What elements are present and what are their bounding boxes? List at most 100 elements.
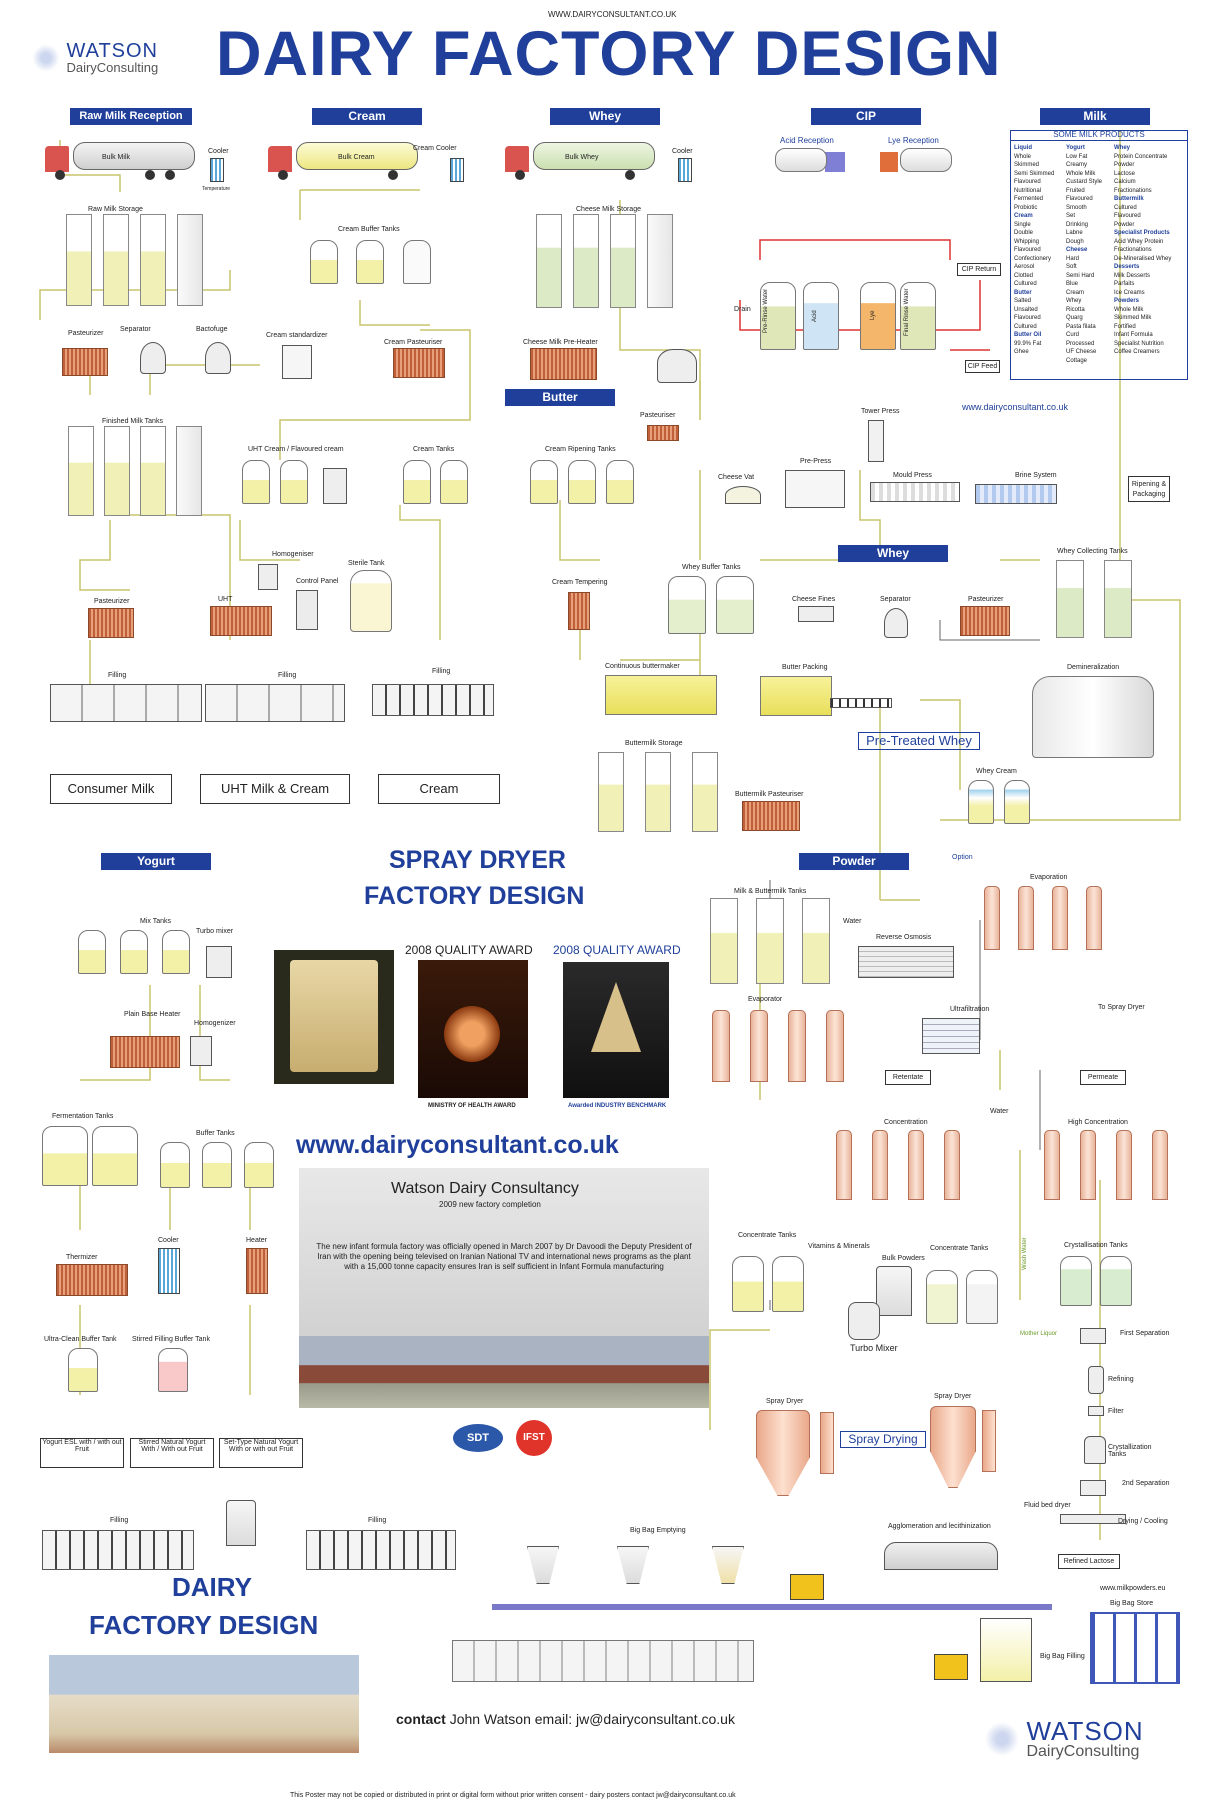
fermentation-tank-2 [92, 1126, 138, 1186]
mp3-11: Acid Whey Protein [1114, 238, 1164, 245]
mp1-19: Unsalted [1014, 306, 1038, 313]
mp1-1: Whole [1014, 153, 1032, 160]
award-2-title: 2008 QUALITY AWARD [553, 943, 681, 957]
ripening-packaging-box: Ripening & Packaging [1128, 476, 1170, 502]
factory-photo [299, 1336, 709, 1408]
concentrate-tank-3 [926, 1270, 958, 1324]
ripening-tank-3 [606, 460, 634, 504]
pasteurizer-1 [62, 348, 108, 376]
mb-tank-3 [802, 898, 830, 984]
cip-tank-final-rinse [900, 282, 936, 350]
second-separator [1080, 1480, 1106, 1496]
mp3-21: Fortified [1114, 323, 1136, 330]
cooler-2 [678, 158, 692, 182]
mp2-9: Drinking [1066, 221, 1089, 228]
cream-standardizer-label: Cream standardizer [266, 332, 328, 339]
demineralization-label: Demineralization [1067, 664, 1120, 671]
concentration-label: Concentration [884, 1119, 928, 1126]
evaporator-3 [788, 1010, 806, 1082]
pre-press [785, 470, 845, 508]
whey-collecting-tank-2 [1104, 560, 1132, 638]
ripening-packaging-text: Ripening & Packaging [1131, 481, 1167, 498]
fermentation-tank-1 [42, 1126, 88, 1186]
bulk-powders-hopper [876, 1266, 912, 1316]
contact-text[interactable]: John Watson email: jw@dairyconsultant.co… [449, 1711, 735, 1727]
sdt-logo: SDT [453, 1424, 503, 1452]
mp2-14: Soft [1066, 264, 1077, 270]
cooler-y-label: Cooler [158, 1237, 179, 1244]
filling-y-label-1: Filling [110, 1517, 129, 1524]
evaporation-3 [1052, 886, 1068, 950]
retentate-box: Retentate [885, 1070, 931, 1085]
filter-unit [1088, 1406, 1104, 1416]
high-concentration-2 [1080, 1130, 1096, 1200]
butter-packing [760, 676, 832, 716]
brine-system [975, 484, 1057, 504]
mp1-7: Probiotic [1014, 204, 1038, 211]
mp2-5: Fruited [1066, 187, 1085, 194]
cheese-milk-tank-2 [573, 214, 599, 308]
cheese-milk-storage-label: Cheese Milk Storage [576, 206, 641, 213]
evaporation-2 [1018, 886, 1034, 950]
mp2-11: Dough [1066, 238, 1084, 245]
lye-reception-label: Lye Reception [888, 136, 939, 145]
acid-label: Acid [812, 310, 818, 322]
whey-separator [884, 608, 908, 638]
completion-subtitle: 2009 new factory completion [439, 1200, 541, 1209]
filter-label: Filter [1108, 1408, 1124, 1415]
mp2-0: Yogurt [1066, 145, 1085, 151]
cooler-y [158, 1248, 180, 1294]
bulk-whey-label: Bulk Whey [565, 154, 599, 161]
mp3-17: Ice Creams [1114, 289, 1145, 296]
raw-milk-tank-3 [140, 214, 166, 306]
mp2-3: Whole Milk [1066, 170, 1096, 177]
high-concentration-label: High Concentration [1068, 1119, 1128, 1126]
filling-label-1: Filling [108, 672, 127, 679]
top-url[interactable]: WWW.DAIRYCONSULTANT.CO.UK [548, 10, 677, 19]
raw-milk-tank-4 [177, 214, 203, 306]
section-powder: Powder [799, 853, 909, 870]
mp1-4: Flavoured [1014, 179, 1041, 185]
mp3-4: Calcium [1114, 179, 1136, 185]
mp3-18: Powders [1114, 298, 1140, 304]
mp3-22: Infant Formula [1114, 332, 1153, 338]
cream-buffer-tank-1 [310, 240, 338, 284]
butter-conveyor [830, 698, 892, 708]
mp3-12: Fractionations [1114, 247, 1152, 253]
whey-buffer-tanks-label: Whey Buffer Tanks [682, 564, 741, 571]
finished-milk-tanks-label: Finished Milk Tanks [102, 418, 163, 425]
mp1-14: Aerosol [1014, 264, 1035, 270]
yogurt-filling-line-2 [306, 1530, 456, 1570]
mp1-9: Single [1014, 221, 1031, 228]
dairy-design-title-2: FACTORY DESIGN [89, 1610, 319, 1640]
mp3-7: Cultured [1114, 204, 1137, 211]
agglomeration-label: Agglomeration and lecithinization [888, 1523, 991, 1530]
stirred-yogurt-box: Stirred Natural Yogurt With / With out F… [130, 1438, 214, 1468]
cream-tanks-label: Cream Tanks [413, 446, 455, 453]
crystallization-tank-2nd [1084, 1436, 1106, 1464]
plain-base-heater-label: Plain Base Heater [124, 1011, 181, 1018]
concentration-3 [908, 1130, 924, 1200]
mp3-23: Specialist Nutrition [1114, 340, 1164, 347]
web-url-label[interactable]: www.dairyconsultant.co.uk [962, 402, 1069, 412]
forklift-1 [790, 1574, 824, 1600]
site-big-url[interactable]: www.dairyconsultant.co.uk [296, 1131, 619, 1159]
milkpowders-url[interactable]: www.milkpowders.eu [1100, 1585, 1166, 1592]
cream-cooler [450, 158, 464, 182]
second-separation-label: 2nd Separation [1122, 1480, 1170, 1487]
stirred-filling-tank [158, 1348, 188, 1392]
high-concentration-1 [1044, 1130, 1060, 1200]
raw-milk-tank-1 [66, 214, 92, 306]
mp2-13: Hard [1066, 255, 1080, 262]
mp2-23: Processed [1066, 340, 1095, 347]
buffer-tank-1 [160, 1142, 190, 1188]
consumer-milk-box: Consumer Milk [50, 774, 172, 804]
spray-title-1: SPRAY DRYER [389, 846, 566, 874]
first-separation-label: First Separation [1120, 1330, 1170, 1337]
buffer-tank-3 [244, 1142, 274, 1188]
mp3-19: Whole Milk [1114, 306, 1144, 313]
mp2-20: Quarg [1066, 315, 1083, 321]
mix-tank-3 [162, 930, 190, 974]
bactofuge-label: Bactofuge [196, 326, 228, 333]
reverse-osmosis-label: Reverse Osmosis [876, 934, 932, 941]
